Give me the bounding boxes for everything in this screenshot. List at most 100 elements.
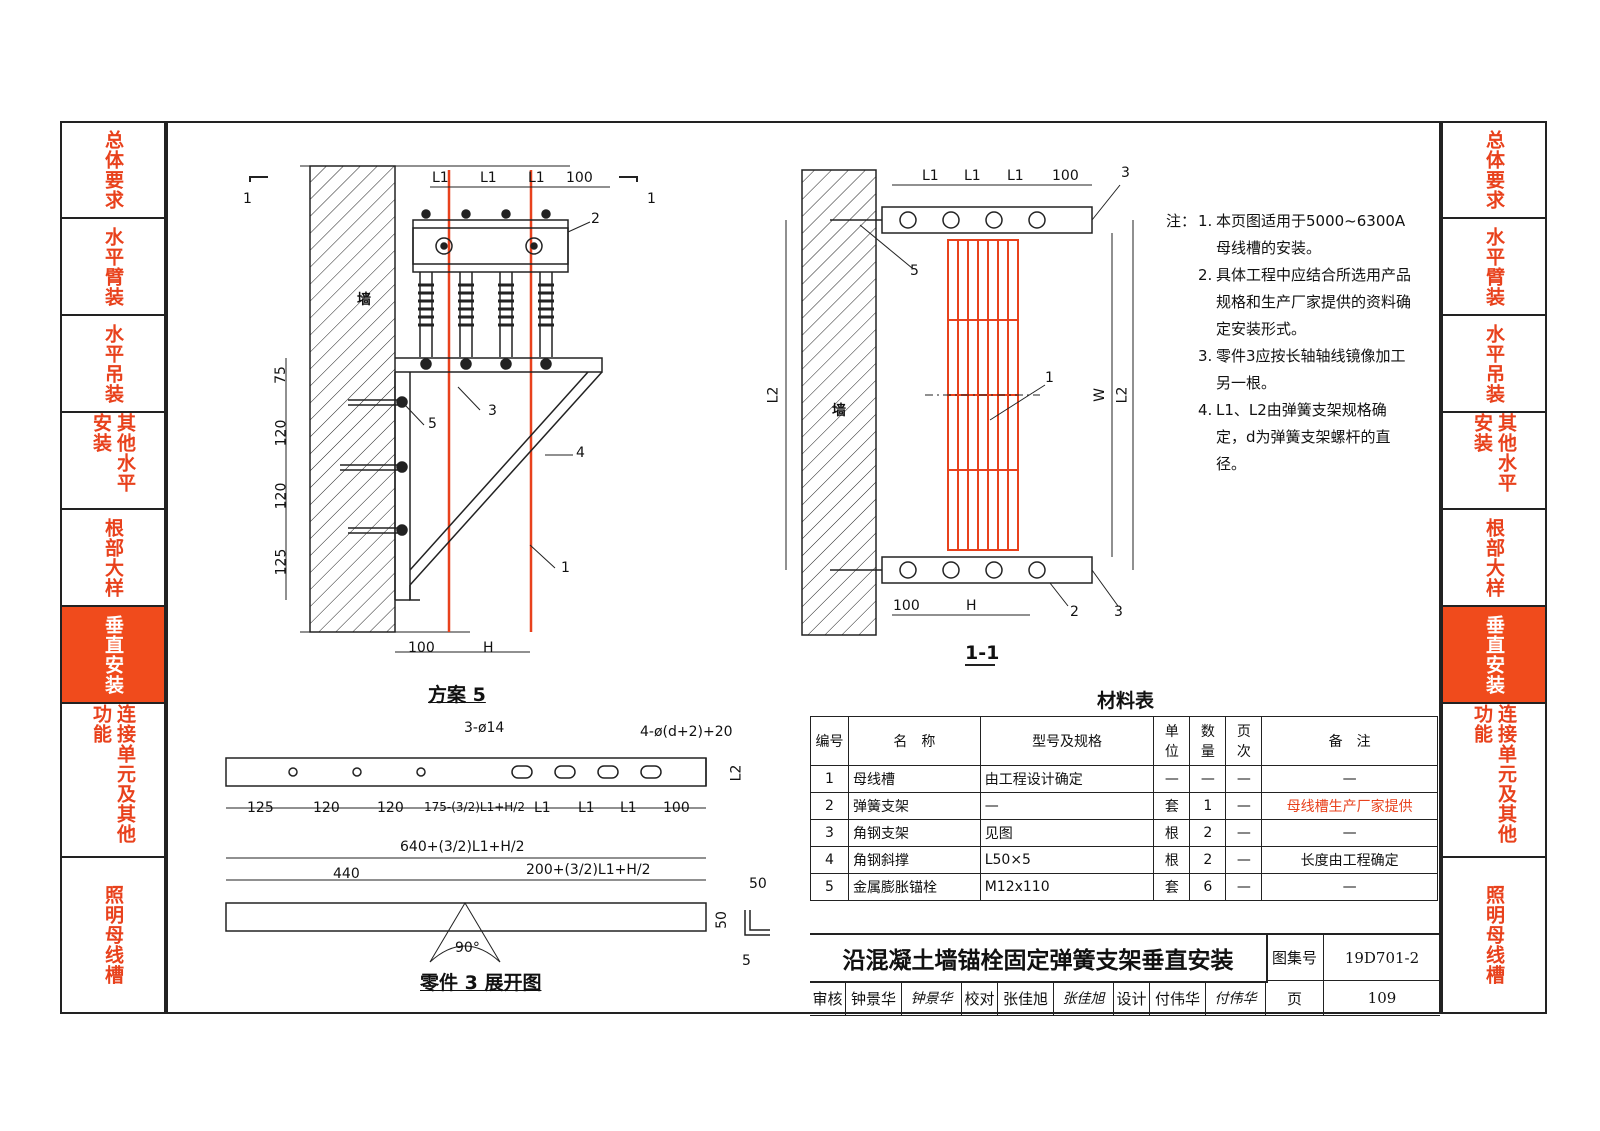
right-tab-root-detail[interactable]: 根部大样 (1443, 510, 1545, 607)
cell-remark: 长度由工程确定 (1261, 846, 1438, 874)
right-tab-lighting-busway-label: 照明母线槽 (1483, 885, 1505, 985)
right-dim-side-l2-a: L2 (765, 386, 782, 404)
part3-row-dim-4: 175-(3/2)L1+H/2 (424, 800, 525, 814)
table-row: 1 母线槽 由工程设计确定 — — — — (810, 765, 1438, 793)
note-text: 具体工程中应结合所选用产品规格和生产厂家提供的资料确定安装形式。 (1216, 266, 1412, 338)
right-dim-side-l2-b: L2 (1114, 386, 1131, 404)
part3-section-dim-2: 50 (713, 911, 730, 929)
left-tab-lighting-busway[interactable]: 照明母线槽 (62, 858, 164, 1012)
part3-total-dim: 640+(3/2)L1+H/2 (400, 839, 525, 855)
right-tab-column: 总体要求 水平臂装 水平吊装 其他水平安装 根部大样 垂直安装 连接单元及其他功… (1441, 121, 1547, 1014)
left-section-mark-a: 1 (243, 191, 252, 207)
left-dimension-lines (285, 186, 610, 653)
right-tab-vertical[interactable]: 垂直安装 (1443, 607, 1545, 704)
checker-name: 张佳旭 (998, 981, 1054, 1016)
cell-spec: — (979, 792, 1155, 820)
right-tab-other-horizontal-label: 其他水平安装 (1471, 413, 1517, 493)
part3-row-dim-6: L1 (578, 800, 595, 816)
right-tab-horizontal-arm[interactable]: 水平臂装 (1443, 219, 1545, 316)
right-wall-label: 墙 (832, 403, 846, 419)
table-row: 5 金属膨胀锚栓 M12x110 套 6 — — (810, 873, 1438, 901)
cell-page: — (1225, 765, 1263, 793)
design-label: 设计 (1114, 981, 1150, 1016)
right-tab-horizontal-hang[interactable]: 水平吊装 (1443, 316, 1545, 413)
left-tab-horizontal-hang[interactable]: 水平吊装 (62, 316, 164, 413)
cell-unit: 根 (1153, 846, 1191, 874)
right-tab-vertical-label: 垂直安装 (1483, 614, 1505, 695)
left-tab-other-horizontal-label: 其他水平安装 (90, 413, 136, 493)
reviewer-name: 钟景华 (846, 981, 902, 1016)
left-tab-connection-units[interactable]: 连接单元及其他功能 (62, 704, 164, 858)
right-tab-lighting-busway[interactable]: 照明母线槽 (1443, 858, 1545, 1012)
left-callout-4: 4 (576, 445, 585, 461)
right-dim-bottom-1: 100 (893, 598, 920, 614)
left-callout-5: 5 (428, 416, 437, 432)
left-tab-root-detail-label: 根部大样 (102, 517, 124, 598)
left-dim-top-4: 100 (566, 170, 593, 186)
note-number: 3. (1198, 347, 1213, 365)
cell-page: — (1225, 792, 1263, 820)
part3-row-dim-1: 125 (247, 800, 274, 816)
note-text: 零件3应按长轴轴线镜像加工另一根。 (1216, 347, 1406, 392)
cell-remark: 母线槽生产厂家提供 (1261, 792, 1438, 820)
cell-name: 母线槽 (847, 765, 981, 793)
note-number: 4. (1198, 401, 1213, 419)
part3-side-dim: L2 (728, 764, 745, 782)
table-row: 3 角钢支架 见图 根 2 — — (810, 819, 1438, 847)
right-dim-top-2: L1 (964, 168, 981, 184)
designer-signature: 付伟华 (1206, 981, 1266, 1016)
left-tab-horizontal-arm[interactable]: 水平臂装 (62, 219, 164, 316)
note-item: 1.本页图适用于5000~6300A母线槽的安装。 (1198, 208, 1413, 262)
material-table-title: 材料表 (1097, 690, 1155, 712)
left-tab-overall[interactable]: 总体要求 (62, 123, 164, 219)
left-section-mark-b: 1 (647, 191, 656, 207)
note-item: 2.具体工程中应结合所选用产品规格和生产厂家提供的资料确定安装形式。 (1198, 262, 1413, 343)
cell-qty: 6 (1189, 873, 1227, 901)
right-callout-2: 2 (1070, 604, 1079, 620)
left-tab-column: 总体要求 水平臂装 水平吊装 其他水平安装 根部大样 垂直安装 连接单元及其他功… (60, 121, 166, 1014)
right-dim-bottom-2: H (966, 598, 977, 614)
left-tab-other-horizontal[interactable]: 其他水平安装 (62, 413, 164, 510)
page-label: 页 (1266, 981, 1324, 1016)
cell-spec: 由工程设计确定 (979, 765, 1155, 793)
cell-name: 金属膨胀锚栓 (847, 873, 981, 901)
left-tab-connection-units-label: 连接单元及其他功能 (90, 704, 136, 844)
right-tab-other-horizontal[interactable]: 其他水平安装 (1443, 413, 1545, 510)
left-bracket (394, 357, 603, 601)
cell-name: 弹簧支架 (847, 792, 981, 820)
cell-name: 角钢斜撑 (847, 846, 981, 874)
title-block: 沿混凝土墙锚栓固定弹簧支架垂直安装 图集号 19D701-2 审核 钟景华 钟景… (810, 933, 1440, 1016)
cell-no: 2 (810, 792, 849, 820)
col-header-no: 编号 (810, 716, 849, 766)
cell-page: — (1225, 846, 1263, 874)
left-wall-label: 墙 (357, 292, 371, 308)
right-dim-top-1: L1 (922, 168, 939, 184)
cell-unit: 套 (1153, 873, 1191, 901)
left-tab-root-detail[interactable]: 根部大样 (62, 510, 164, 607)
left-dim-side-4: 125 (273, 548, 290, 576)
cell-qty: 2 (1189, 846, 1227, 874)
left-tab-vertical[interactable]: 垂直安装 (62, 607, 164, 704)
right-tab-connection-units[interactable]: 连接单元及其他功能 (1443, 704, 1545, 858)
right-tab-overall[interactable]: 总体要求 (1443, 123, 1545, 219)
part3-section-dim-1: 50 (749, 876, 767, 892)
left-spring-support (412, 209, 569, 370)
cell-unit: — (1153, 765, 1191, 793)
cell-spec: 见图 (979, 819, 1155, 847)
cell-remark: — (1261, 819, 1438, 847)
right-tab-horizontal-arm-label: 水平臂装 (1483, 226, 1505, 307)
left-dim-top-2: L1 (480, 170, 497, 186)
left-leaders (404, 221, 591, 569)
part3-split-dim-2: 200+(3/2)L1+H/2 (526, 862, 651, 878)
cell-spec: M12x110 (979, 873, 1155, 901)
note-number: 1. (1198, 212, 1213, 230)
left-dim-side-3: 120 (273, 482, 290, 510)
part3-strip (225, 757, 770, 963)
part3-row-dim-5: L1 (534, 800, 551, 816)
col-header-unit: 单位 (1153, 716, 1191, 766)
part3-row-dim-7: L1 (620, 800, 637, 816)
cell-qty: 2 (1189, 819, 1227, 847)
left-drawing-caption: 方案 5 (428, 684, 486, 706)
checker-signature: 张佳旭 (1054, 981, 1114, 1016)
